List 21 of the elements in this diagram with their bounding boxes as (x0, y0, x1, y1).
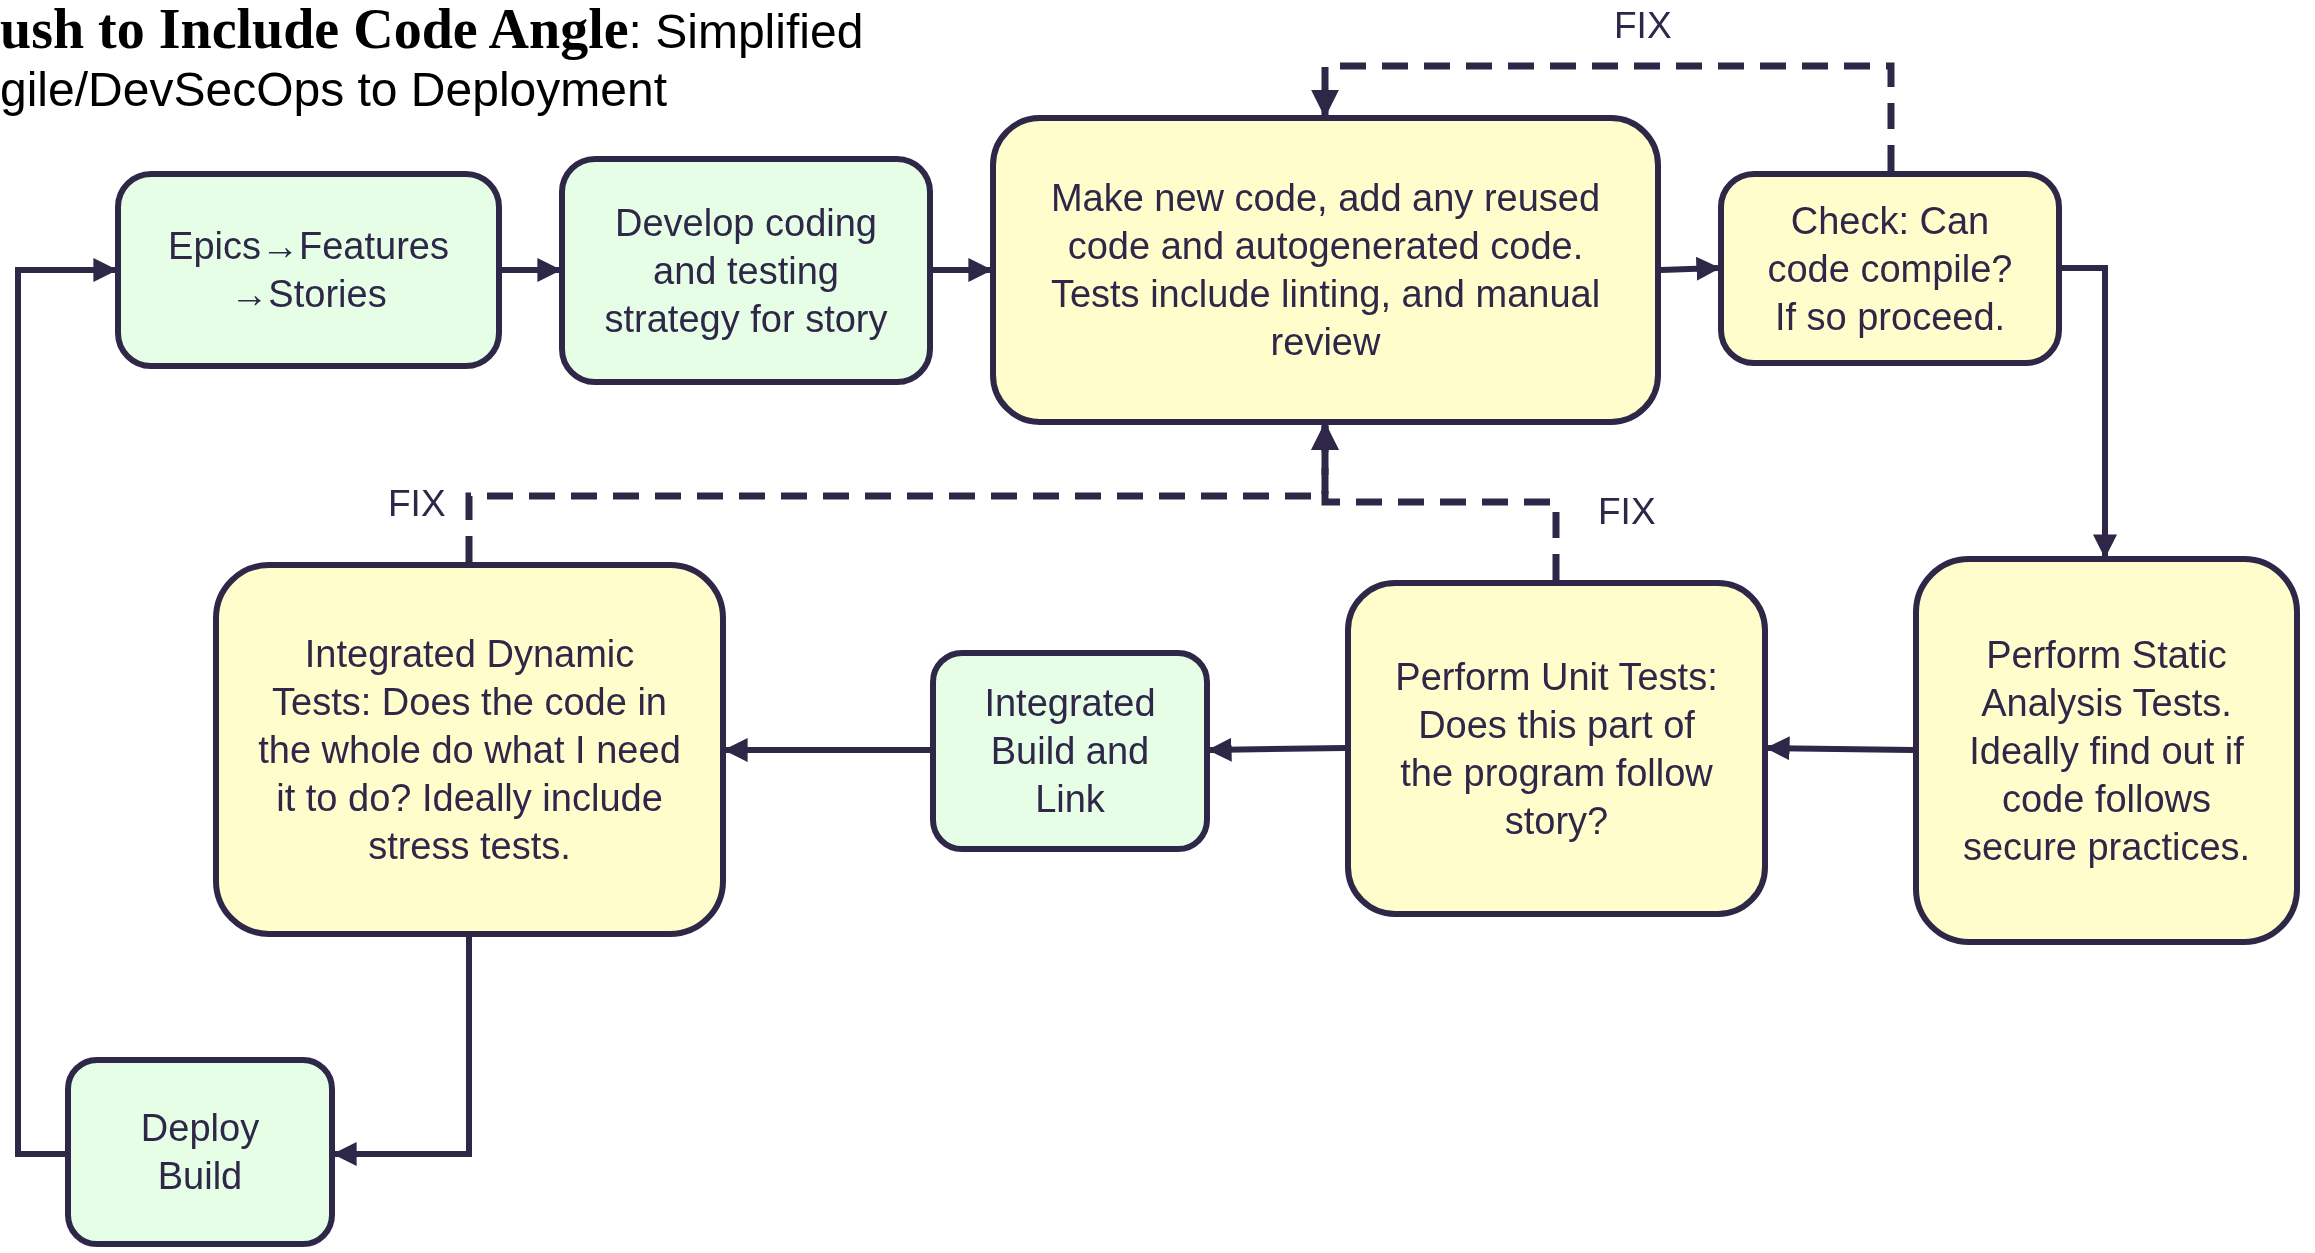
process-box (1718, 171, 2062, 366)
box-text: Integrated Dynamic Tests: Does the code in the whole do what I need it to do? Ideally include stress tests. (257, 631, 682, 869)
box-text: Deploy Build (139, 1106, 261, 1199)
process-box (65, 1057, 335, 1247)
process-box (990, 115, 1661, 425)
process-box (1345, 580, 1768, 917)
process-box (1913, 556, 2300, 945)
box-text: Check: Can code compile? If so proceed. (1766, 198, 2014, 340)
box-text: Develop coding and testing strategy for story (603, 200, 889, 342)
process-box (930, 650, 1210, 852)
box-text: Integrated Build and Link (983, 681, 1157, 822)
title: ush to Include Code Angle: Simplified gile/DevSecOps to Deployment (0, 0, 865, 118)
box-text: Perform Unit Tests: Does this part of the program follow story? (1395, 654, 1718, 844)
dashed-arrow (1311, 62, 1895, 171)
process-box (559, 156, 933, 385)
process-box (213, 562, 726, 937)
box-text: Epics→Features →Stories (167, 224, 450, 317)
arrow (2062, 265, 2117, 559)
box-text: Make new code, add any reused code and autogenerated code. Tests include linting, and manual review (1049, 176, 1602, 365)
box-text: Perform Static Analysis Tests. Ideally find out if code follows secure practices. (1961, 632, 2252, 870)
process-box (115, 171, 502, 369)
